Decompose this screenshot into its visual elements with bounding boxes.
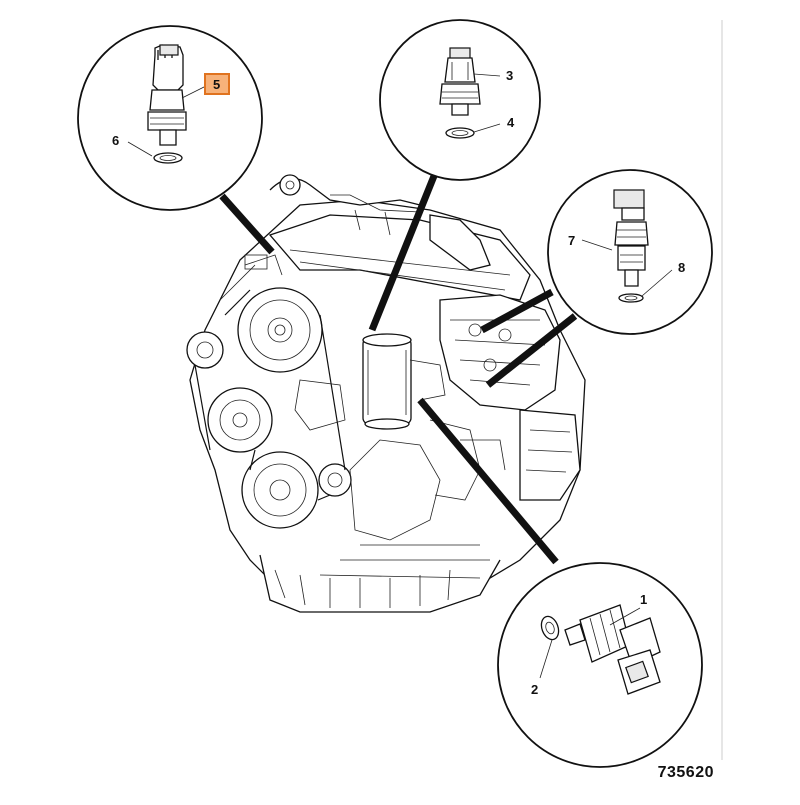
callout-label: 5 xyxy=(213,77,220,92)
callout-label: 8 xyxy=(678,260,685,275)
callout-7[interactable]: 7 xyxy=(568,233,575,248)
callout-label: 2 xyxy=(531,682,538,697)
callout-8[interactable]: 8 xyxy=(678,260,685,275)
leader-detail-bottom xyxy=(417,397,559,565)
callout-label: 6 xyxy=(112,133,119,148)
detail-sensor-3 xyxy=(379,19,541,181)
callout-4[interactable]: 4 xyxy=(507,115,515,130)
leader-detail-right-b xyxy=(485,313,578,388)
callout-highlight-box xyxy=(204,73,230,95)
callout-label: 3 xyxy=(506,68,513,83)
drawing-number: 735620 xyxy=(657,764,714,781)
detail-sensor-5 xyxy=(77,25,263,211)
leader-detail-top-center xyxy=(368,174,438,332)
callout-5-highlighted[interactable]: 5 xyxy=(204,73,230,95)
callout-label: 1 xyxy=(640,592,647,607)
detail-sensor-7 xyxy=(547,169,713,335)
callout-6[interactable]: 6 xyxy=(112,133,119,148)
callout-label: 7 xyxy=(568,233,575,248)
leader-lines xyxy=(219,174,578,565)
callout-2[interactable]: 2 xyxy=(531,682,538,697)
detail-sensor-1 xyxy=(497,562,703,768)
leader-detail-top-left xyxy=(219,193,275,255)
callout-label: 4 xyxy=(507,115,515,130)
callout-1[interactable]: 1 xyxy=(640,592,647,607)
callout-3[interactable]: 3 xyxy=(506,68,513,83)
leader-detail-right-a xyxy=(480,288,554,334)
engine-illustration xyxy=(186,174,586,613)
